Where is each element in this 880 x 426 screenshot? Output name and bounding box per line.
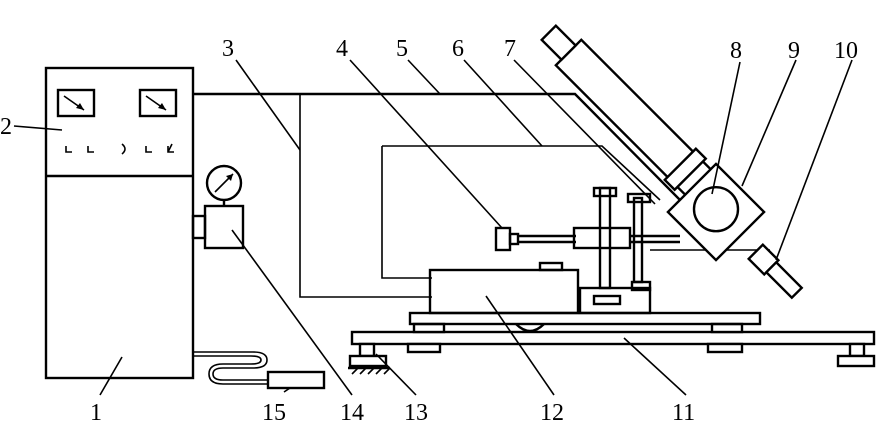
label-7: 7 xyxy=(504,36,516,62)
part-labels: 1 2 3 4 5 6 7 8 9 10 11 12 13 14 15 xyxy=(0,36,858,426)
label-1: 1 xyxy=(90,400,102,426)
label-9: 9 xyxy=(788,38,800,64)
right-meter-icon xyxy=(138,88,178,118)
meter-panel xyxy=(56,88,178,155)
column-stand xyxy=(578,186,652,315)
label-14: 14 xyxy=(340,400,364,426)
label-8: 8 xyxy=(730,38,742,64)
control-cabinet xyxy=(44,66,195,380)
inclined-tube xyxy=(540,24,804,300)
switch-icon xyxy=(145,146,152,153)
lens-icon xyxy=(692,185,740,233)
cables xyxy=(193,92,681,298)
label-15: 15 xyxy=(262,400,286,426)
top-plate xyxy=(408,311,762,333)
label-6: 6 xyxy=(452,36,464,62)
switch-icon xyxy=(167,143,174,153)
sample-box xyxy=(428,261,580,315)
leader-lines xyxy=(13,59,853,396)
label-11: 11 xyxy=(672,400,695,426)
switch-icon xyxy=(121,143,126,155)
left-meter-icon xyxy=(56,88,96,118)
label-12: 12 xyxy=(540,400,564,426)
label-2: 2 xyxy=(0,114,12,140)
label-4: 4 xyxy=(336,36,348,62)
label-10: 10 xyxy=(834,38,858,64)
label-3: 3 xyxy=(222,36,234,62)
label-13: 13 xyxy=(404,400,428,426)
base-plate xyxy=(348,322,876,375)
switch-icon xyxy=(87,146,94,153)
remote-unit xyxy=(193,351,326,390)
switch-icon xyxy=(65,146,72,153)
probe-arm xyxy=(494,226,770,252)
pressure-gauge-assembly xyxy=(191,164,245,250)
label-5: 5 xyxy=(396,36,408,62)
